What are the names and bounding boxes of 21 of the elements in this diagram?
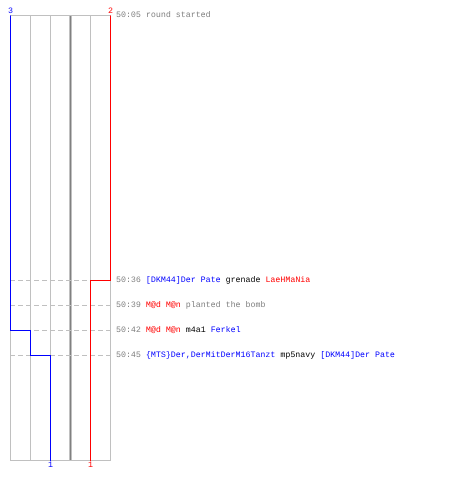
player-name: LaeHMaNia [265, 276, 310, 285]
timestamp: 50:36 [116, 276, 141, 285]
player-count: 2 [107, 6, 114, 16]
event-text: planted the bomb [186, 301, 266, 310]
player-name: [DKM44]Der Pate [320, 351, 395, 360]
player-count: 3 [7, 6, 14, 16]
player-name: Ferkel [210, 326, 241, 335]
timestamp: 50:05 [116, 11, 141, 20]
player-count: 1 [87, 460, 94, 470]
player-name: [DKM44]Der Pate [146, 276, 221, 285]
player-name: M@d M@n [146, 301, 181, 310]
weapon-name: mp5navy [280, 351, 316, 360]
event-text: round started [146, 11, 211, 20]
timestamp: 50:39 [116, 301, 141, 310]
timestamp: 50:45 [116, 351, 141, 360]
timestamp: 50:42 [116, 326, 141, 335]
player-name: {MTS}Der,DerMitDerM16Tanzt [146, 351, 276, 360]
weapon-name: m4a1 [186, 326, 206, 335]
player-name: M@d M@n [146, 326, 181, 335]
weapon-name: grenade [226, 276, 260, 285]
player-count: 1 [47, 460, 54, 470]
